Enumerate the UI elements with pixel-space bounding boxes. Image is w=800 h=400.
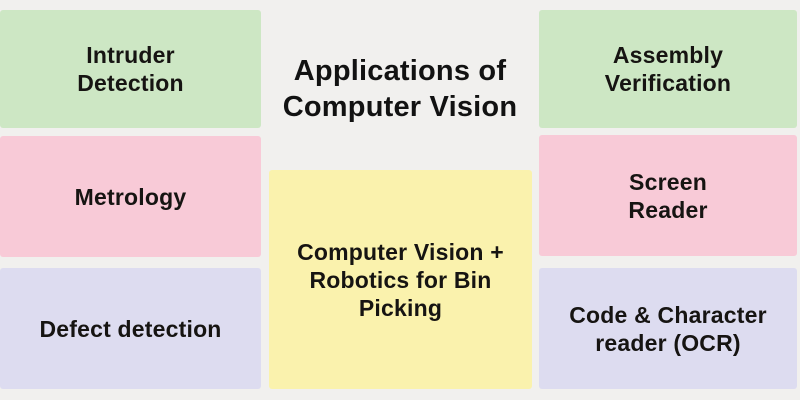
box-metrology-label: Metrology <box>74 183 187 210</box>
box-defect-detection: Defect detection <box>0 268 261 389</box>
box-bin-picking-label: Computer Vision + Robotics for Bin Picki… <box>297 238 504 321</box>
diagram-title: Applications of Computer Vision <box>282 55 518 123</box>
box-assembly-verification: Assembly Verification <box>539 10 797 128</box>
box-assembly-verification-label: Assembly Verification <box>604 42 732 96</box>
box-ocr-reader-label: Code & Character reader (OCR) <box>569 301 767 356</box>
box-intruder-detection-label: Intruder Detection <box>77 42 184 96</box>
box-metrology: Metrology <box>0 136 261 257</box>
box-screen-reader-label: Screen Reader <box>628 168 708 223</box>
box-defect-detection-label: Defect detection <box>39 315 222 342</box>
box-screen-reader: Screen Reader <box>539 135 797 256</box>
box-ocr-reader: Code & Character reader (OCR) <box>539 268 797 389</box>
box-bin-picking: Computer Vision + Robotics for Bin Picki… <box>269 170 532 389</box>
box-intruder-detection: Intruder Detection <box>0 10 261 128</box>
